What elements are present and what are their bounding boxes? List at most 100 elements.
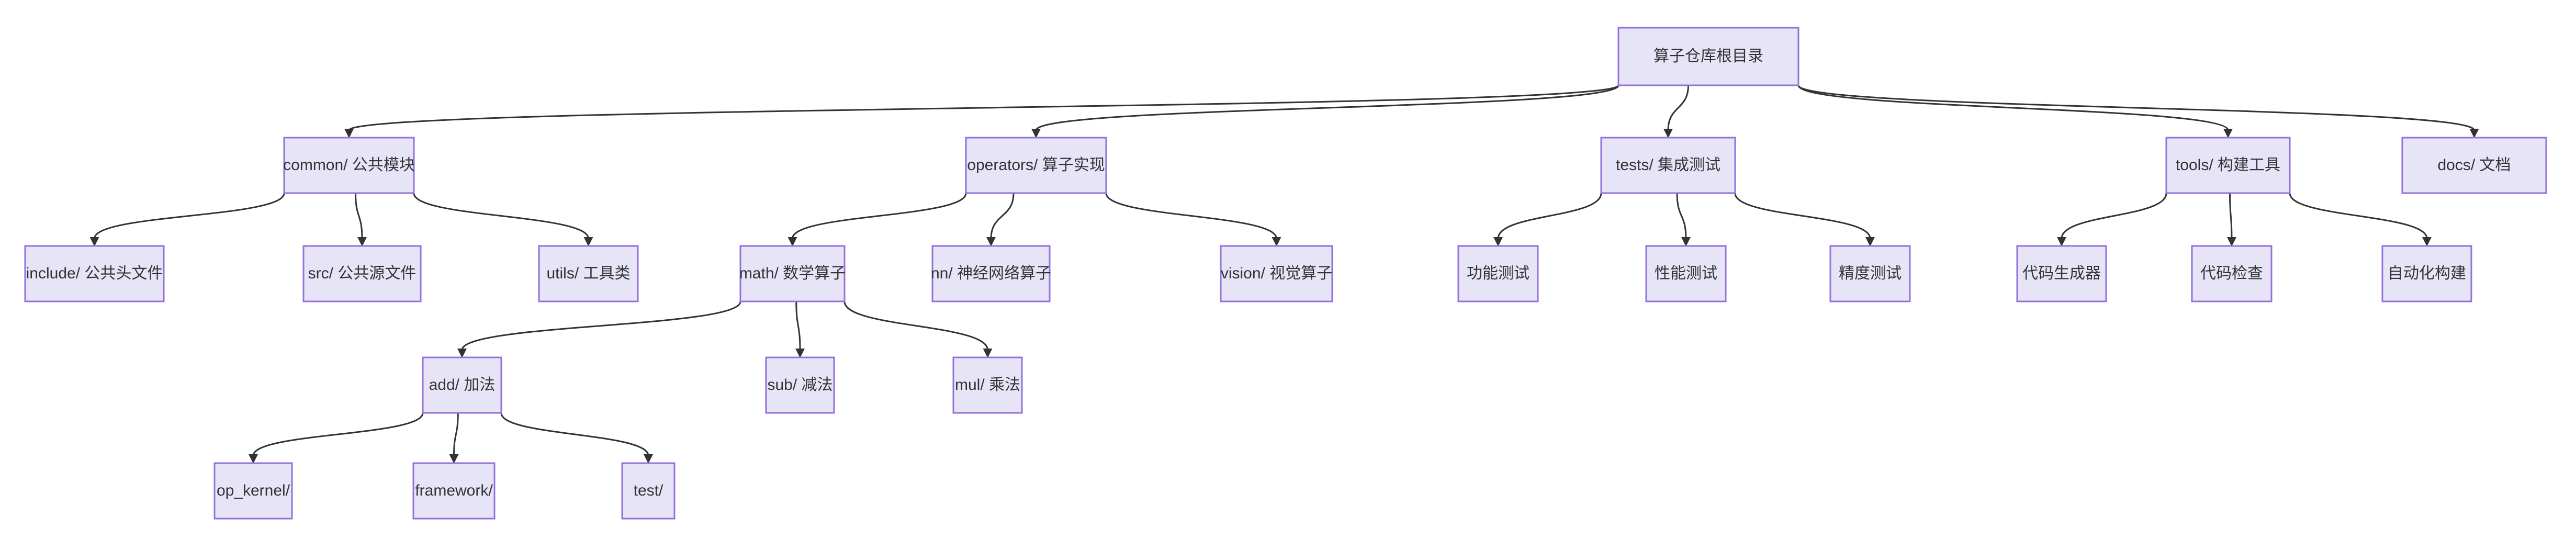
node-label-func_test: 功能测试 xyxy=(1467,265,1529,282)
node-box-common[interactable] xyxy=(283,137,415,194)
node-label-tests: tests/ 集成测试 xyxy=(1616,156,1720,174)
edges-layer xyxy=(89,84,2479,464)
node-nn[interactable]: nn/ 神经网络算子 xyxy=(931,245,1051,302)
node-box-add[interactable] xyxy=(422,356,502,414)
node-label-add: add/ 加法 xyxy=(429,376,496,394)
node-box-framework[interactable] xyxy=(412,462,496,520)
arrowhead-tests xyxy=(1663,129,1673,138)
edge-common-to-utils xyxy=(413,193,589,239)
node-box-codecheck[interactable] xyxy=(2191,245,2273,302)
node-codegen[interactable]: 代码生成器 xyxy=(2016,245,2107,302)
node-box-autobuild[interactable] xyxy=(2381,245,2472,302)
edge-root-to-common xyxy=(348,84,1619,131)
node-src[interactable]: src/ 公共源文件 xyxy=(302,245,422,302)
node-test[interactable]: test/ xyxy=(621,462,676,520)
node-box-math[interactable] xyxy=(739,245,846,302)
node-box-utils[interactable] xyxy=(538,245,639,302)
node-root[interactable]: 算子仓库根目录 xyxy=(1617,27,1799,86)
node-box-tools[interactable] xyxy=(2165,137,2291,194)
node-vision[interactable]: vision/ 视觉算子 xyxy=(1220,245,1333,302)
edge-tests-to-prec_test xyxy=(1734,193,1871,239)
edge-add-to-framework xyxy=(453,412,459,456)
node-box-vision[interactable] xyxy=(1220,245,1333,302)
nodes-layer: 算子仓库根目录 common/ 公共模块 operators/ 算子实现 tests/… xyxy=(24,27,2547,520)
node-label-root: 算子仓库根目录 xyxy=(1653,48,1763,65)
arrowhead-test xyxy=(644,454,653,464)
node-framework[interactable]: framework/ xyxy=(412,462,496,520)
node-math[interactable]: math/ 数学算子 xyxy=(739,245,846,302)
node-label-vision: vision/ 视觉算子 xyxy=(1221,265,1332,282)
node-label-nn: nn/ 神经网络算子 xyxy=(931,265,1051,282)
node-tests[interactable]: tests/ 集成测试 xyxy=(1600,137,1736,194)
node-box-op_kernel[interactable] xyxy=(213,462,293,520)
arrowhead-vision xyxy=(1272,237,1281,246)
node-op_kernel[interactable]: op_kernel/ xyxy=(213,462,293,520)
node-tools[interactable]: tools/ 构建工具 xyxy=(2165,137,2291,194)
arrowhead-utils xyxy=(583,237,593,246)
node-perf_test[interactable]: 性能测试 xyxy=(1645,245,1727,302)
node-label-src: src/ 公共源文件 xyxy=(308,265,417,282)
node-prec_test[interactable]: 精度测试 xyxy=(1829,245,1911,302)
node-add[interactable]: add/ 加法 xyxy=(422,356,502,414)
node-common[interactable]: common/ 公共模块 xyxy=(283,137,415,194)
edge-math-to-mul xyxy=(843,301,988,351)
arrowhead-operators xyxy=(1031,129,1041,138)
node-box-sub[interactable] xyxy=(765,356,835,414)
node-operators[interactable]: operators/ 算子实现 xyxy=(965,137,1107,194)
edge-tools-to-autobuild xyxy=(2289,193,2428,239)
node-box-codegen[interactable] xyxy=(2016,245,2107,302)
node-label-framework: framework/ xyxy=(415,482,493,499)
arrowhead-tools xyxy=(2223,129,2233,138)
node-label-operators: operators/ 算子实现 xyxy=(967,156,1105,174)
arrowhead-perf_test xyxy=(1681,237,1691,246)
edge-root-to-docs xyxy=(1797,85,2475,131)
node-label-op_kernel: op_kernel/ xyxy=(217,482,290,499)
node-box-perf_test[interactable] xyxy=(1645,245,1727,302)
edge-tools-to-codecheck xyxy=(2229,193,2233,239)
node-label-codecheck: 代码检查 xyxy=(2200,265,2263,282)
node-box-src[interactable] xyxy=(302,245,422,302)
node-utils[interactable]: utils/ 工具类 xyxy=(538,245,639,302)
node-label-utils: utils/ 工具类 xyxy=(546,265,630,282)
edge-add-to-test xyxy=(500,412,649,456)
node-autobuild[interactable]: 自动化构建 xyxy=(2381,245,2472,302)
node-func_test[interactable]: 功能测试 xyxy=(1457,245,1539,302)
node-mul[interactable]: mul/ 乘法 xyxy=(952,356,1023,414)
node-box-nn[interactable] xyxy=(931,245,1051,302)
arrowhead-codegen xyxy=(2057,237,2066,246)
arrowhead-math xyxy=(788,237,797,246)
node-box-mul[interactable] xyxy=(952,356,1023,414)
node-box-func_test[interactable] xyxy=(1457,245,1539,302)
node-box-operators[interactable] xyxy=(965,137,1107,194)
node-label-sub: sub/ 减法 xyxy=(767,376,833,394)
node-label-codegen: 代码生成器 xyxy=(2022,265,2101,282)
node-label-autobuild: 自动化构建 xyxy=(2388,265,2466,282)
edge-root-to-tests xyxy=(1667,85,1689,131)
edge-tools-to-codegen xyxy=(2061,193,2167,239)
node-label-common: common/ 公共模块 xyxy=(283,156,415,174)
node-box-docs[interactable] xyxy=(2401,137,2547,194)
node-docs[interactable]: docs/ 文档 xyxy=(2401,137,2547,194)
node-label-mul: mul/ 乘法 xyxy=(955,376,1020,394)
arrowhead-codecheck xyxy=(2227,237,2236,246)
edge-math-to-sub xyxy=(795,301,801,351)
node-label-perf_test: 性能测试 xyxy=(1655,265,1717,282)
arrowhead-framework xyxy=(449,454,459,464)
node-box-include[interactable] xyxy=(24,245,165,302)
node-label-tools: tools/ 构建工具 xyxy=(2176,156,2280,174)
node-sub[interactable]: sub/ 减法 xyxy=(765,356,835,414)
arrowhead-op_kernel xyxy=(249,454,258,464)
node-box-prec_test[interactable] xyxy=(1829,245,1911,302)
edge-tests-to-func_test xyxy=(1497,193,1602,239)
arrowhead-autobuild xyxy=(2422,237,2432,246)
node-box-test[interactable] xyxy=(621,462,676,520)
node-box-tests[interactable] xyxy=(1600,137,1736,194)
node-box-root[interactable] xyxy=(1617,27,1799,86)
node-include[interactable]: include/ 公共头文件 xyxy=(24,245,165,302)
edge-root-to-operators xyxy=(1035,85,1619,131)
node-codecheck[interactable]: 代码检查 xyxy=(2191,245,2273,302)
node-label-test: test/ xyxy=(634,482,663,499)
arrowhead-add xyxy=(457,349,467,358)
arrowhead-mul xyxy=(983,349,993,358)
